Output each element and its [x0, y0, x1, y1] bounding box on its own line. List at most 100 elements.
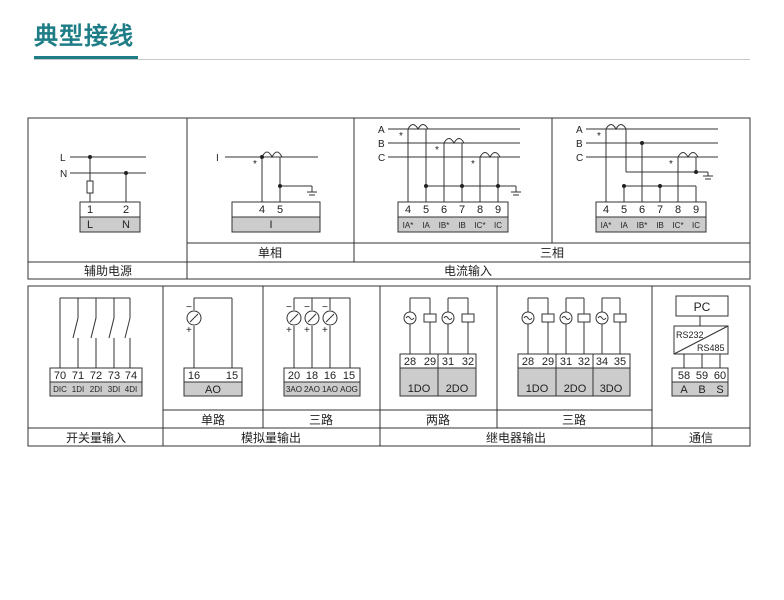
- svg-text:*: *: [435, 145, 439, 156]
- svg-text:DIC: DIC: [53, 385, 67, 394]
- svg-text:−: −: [286, 302, 292, 313]
- svg-text:AOG: AOG: [340, 385, 358, 394]
- svg-text:60: 60: [714, 370, 726, 382]
- svg-text:18: 18: [306, 370, 318, 382]
- aux-terminal-1: 1: [87, 204, 93, 216]
- svg-text:70: 70: [54, 370, 66, 382]
- svg-text:31: 31: [442, 356, 454, 368]
- aux-label-l: L: [60, 153, 66, 164]
- phase-b-label-2: B: [576, 139, 583, 150]
- single-line-label: I: [216, 153, 219, 164]
- svg-text:1DO: 1DO: [408, 383, 431, 395]
- svg-text:IA: IA: [422, 221, 430, 230]
- svg-text:3DO: 3DO: [600, 383, 623, 395]
- phase-a-label-2: A: [576, 125, 583, 136]
- svg-text:IC: IC: [494, 221, 502, 230]
- aux-label-n: N: [60, 169, 67, 180]
- single-terminal-4: 4: [259, 204, 265, 216]
- svg-text:32: 32: [578, 356, 590, 368]
- comm-caption: 通信: [689, 431, 713, 445]
- svg-text:*: *: [253, 159, 257, 170]
- svg-text:B: B: [698, 384, 705, 396]
- svg-text:28: 28: [522, 356, 534, 368]
- svg-text:8: 8: [477, 204, 483, 216]
- svg-text:74: 74: [125, 370, 137, 382]
- svg-text:A: A: [680, 384, 688, 396]
- svg-text:1DO: 1DO: [526, 383, 549, 395]
- single-terminal-5: 5: [277, 204, 283, 216]
- svg-text:−: −: [186, 302, 192, 313]
- ao-bottom-label: AO: [205, 384, 221, 396]
- svg-text:34: 34: [596, 356, 608, 368]
- svg-text:IA: IA: [620, 221, 628, 230]
- svg-text:IB*: IB*: [439, 221, 450, 230]
- svg-text:9: 9: [693, 204, 699, 216]
- svg-text:IA*: IA*: [403, 221, 414, 230]
- svg-text:29: 29: [542, 356, 554, 368]
- svg-text:*: *: [597, 131, 601, 142]
- current-input-caption: 电流输入: [444, 263, 492, 278]
- svg-text:2DO: 2DO: [564, 383, 587, 395]
- ao-terminal-15: 15: [226, 370, 238, 382]
- svg-text:4DI: 4DI: [125, 385, 137, 394]
- bottom-table-frame: [27, 285, 751, 447]
- title-accent-bar: [34, 56, 138, 60]
- svg-text:7: 7: [459, 204, 465, 216]
- svg-text:32: 32: [462, 356, 474, 368]
- svg-text:4: 4: [603, 204, 609, 216]
- svg-text:15: 15: [343, 370, 355, 382]
- svg-text:IC: IC: [692, 221, 700, 230]
- svg-text:28: 28: [404, 356, 416, 368]
- svg-text:+: +: [322, 325, 328, 336]
- svg-text:1AO: 1AO: [322, 385, 338, 394]
- svg-text:4: 4: [405, 204, 411, 216]
- svg-text:+: +: [304, 325, 310, 336]
- page-title: 典型接线: [34, 22, 134, 50]
- relay-three-caption: 三路: [562, 412, 586, 427]
- svg-text:6: 6: [441, 204, 447, 216]
- svg-text:IB: IB: [656, 221, 664, 230]
- svg-text:3DI: 3DI: [108, 385, 120, 394]
- svg-text:+: +: [286, 325, 292, 336]
- single-bottom-label: I: [269, 219, 272, 231]
- relay3-terminals: 28 29 31 32 34 35 1DO 2DO 3DO: [522, 356, 626, 395]
- three-a-terminals: 4 5 6 7 8 9 IA* IA IB* IB IC* IC: [403, 204, 503, 230]
- svg-text:2DO: 2DO: [446, 383, 469, 395]
- switch-terminals: 70 71 72 73 74 DIC 1DI 2DI 3DI 4DI: [53, 370, 137, 394]
- ao-terminal-16: 16: [188, 370, 200, 382]
- svg-text:S: S: [716, 384, 723, 396]
- svg-text:29: 29: [424, 356, 436, 368]
- aux-terminal-2: 2: [123, 204, 129, 216]
- rs485-label: RS485: [697, 343, 725, 353]
- relay2-terminals: 28 29 31 32 1DO 2DO: [404, 356, 474, 395]
- svg-text:6: 6: [639, 204, 645, 216]
- svg-text:−: −: [304, 302, 310, 313]
- phase-a-label: A: [378, 125, 385, 136]
- svg-text:35: 35: [614, 356, 626, 368]
- relay-two-caption: 两路: [426, 412, 450, 427]
- svg-text:+: +: [186, 325, 192, 336]
- title-divider: [34, 59, 750, 60]
- svg-text:7: 7: [657, 204, 663, 216]
- svg-text:IC*: IC*: [672, 221, 683, 230]
- svg-text:IB: IB: [458, 221, 466, 230]
- ao3-terminals: 20 18 16 15 3AO 2AO 1AO AOG: [286, 370, 358, 394]
- aux-power-caption: 辅助电源: [84, 264, 132, 278]
- svg-text:IC*: IC*: [474, 221, 485, 230]
- svg-text:*: *: [399, 131, 403, 142]
- comm-terminals: 58 59 60 A B S: [678, 370, 726, 396]
- phase-c-label: C: [378, 153, 385, 164]
- svg-text:58: 58: [678, 370, 690, 382]
- analog-output-caption: 模拟量输出: [241, 430, 301, 445]
- svg-text:*: *: [471, 159, 475, 170]
- three-b-terminals: 4 5 6 7 8 9 IA* IA IB* IB IC* IC: [601, 204, 701, 230]
- svg-text:71: 71: [72, 370, 84, 382]
- aux-bottom-n: N: [122, 219, 130, 231]
- svg-text:31: 31: [560, 356, 572, 368]
- svg-text:*: *: [669, 159, 673, 170]
- svg-text:72: 72: [90, 370, 102, 382]
- switch-input-caption: 开关量输入: [66, 430, 126, 445]
- svg-text:8: 8: [675, 204, 681, 216]
- svg-text:2AO: 2AO: [304, 385, 320, 394]
